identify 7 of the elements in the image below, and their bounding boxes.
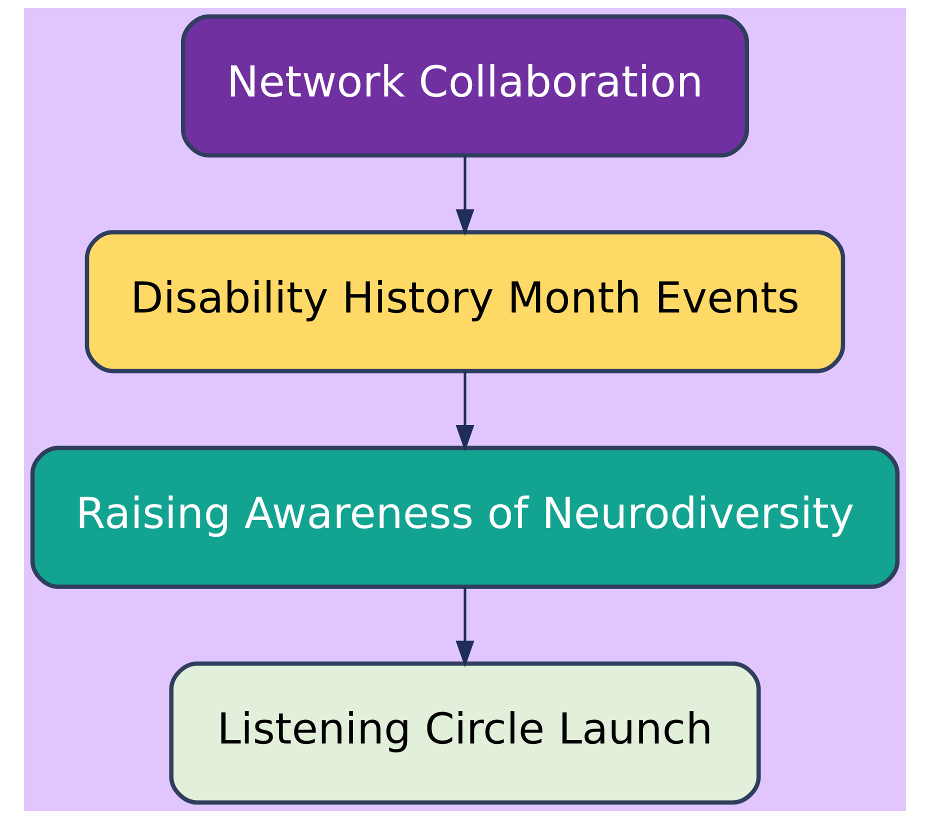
node-box: Network Collaboration — [180, 14, 750, 158]
node-box: Listening Circle Launch — [169, 662, 761, 805]
node-box: Raising Awareness of Neurodiversity — [30, 446, 900, 589]
node-box: Disability History Month Events — [84, 230, 846, 374]
arrow — [456, 371, 474, 452]
arrow — [456, 586, 474, 668]
arrow — [456, 156, 474, 236]
